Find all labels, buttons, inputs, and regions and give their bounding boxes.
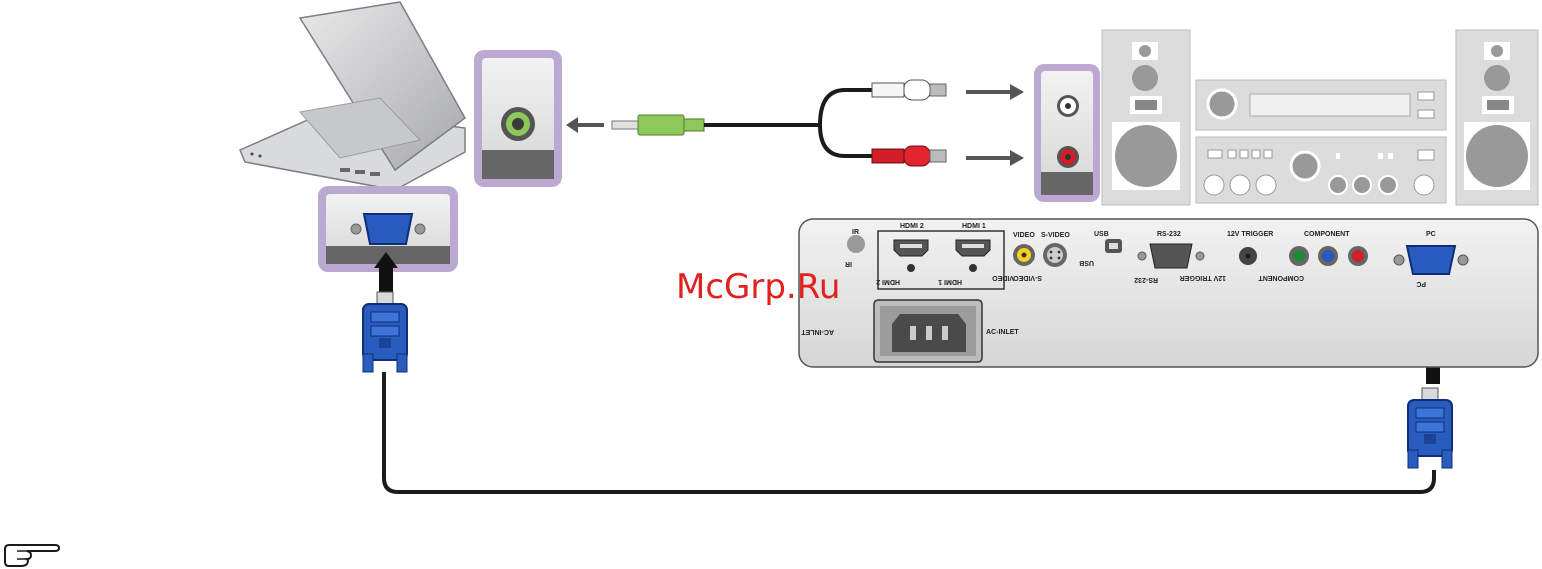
- projector-rear-panel: IR IR HDMI 2 HDMI 1 HDMI 2 HDMI 1 VIDEO …: [799, 219, 1538, 367]
- label-component: COMPONENT: [1304, 231, 1350, 238]
- label-pc: PC: [1426, 231, 1436, 238]
- audio-y-cable: [612, 80, 946, 166]
- label-video: VIDEO: [1013, 232, 1035, 239]
- label-pc-mirrored: PC: [1416, 280, 1426, 287]
- label-usb-mirrored: USB: [1079, 259, 1094, 266]
- ir-receiver: [847, 235, 865, 253]
- speaker-left: [1102, 30, 1190, 205]
- arrows-to-speaker-inputs: [966, 84, 1024, 166]
- label-ac-inlet-mirrored: AC-INLET: [801, 328, 834, 335]
- rca-input-port: [1034, 64, 1100, 202]
- vga-cable: [384, 372, 1434, 492]
- label-ac-inlet: AC-INLET: [986, 329, 1019, 336]
- label-rs232-mirrored: RS-232: [1134, 276, 1158, 283]
- label-rs232: RS-232: [1157, 231, 1181, 238]
- pc-vga-port: [1407, 246, 1455, 274]
- label-ir-mirrored: IR: [845, 260, 852, 267]
- speaker-right: [1456, 30, 1538, 205]
- label-12v-trigger-mirrored: 12V TRIGGER: [1180, 274, 1226, 281]
- arrow-into-audio-jack: [566, 117, 604, 133]
- stereo-receiver: [1196, 80, 1446, 203]
- label-hdmi2-mirrored: HDMI 2: [876, 278, 900, 285]
- label-usb: USB: [1094, 231, 1109, 238]
- label-component-mirrored: COMPONENT: [1258, 274, 1304, 281]
- label-hdmi1: HDMI 1: [962, 223, 986, 230]
- audio-out-port: [474, 50, 562, 187]
- laptop: [240, 2, 465, 190]
- label-hdmi2: HDMI 2: [900, 223, 924, 230]
- watermark-text: McGrp.Ru: [676, 267, 840, 307]
- label-12v-trigger: 12V TRIGGER: [1227, 231, 1273, 238]
- label-svideo-mirrored: S-VIDEO: [1013, 274, 1042, 281]
- label-svideo: S-VIDEO: [1041, 232, 1070, 239]
- pointing-hand-icon: [5, 545, 59, 566]
- rs232-port: [1150, 244, 1192, 268]
- vga-plug-laptop: [363, 292, 407, 372]
- label-hdmi1-mirrored: HDMI 1: [938, 278, 962, 285]
- vga-plug-projector: [1408, 388, 1452, 468]
- label-ir: IR: [852, 229, 859, 236]
- label-video-mirrored: VIDEO: [992, 274, 1014, 281]
